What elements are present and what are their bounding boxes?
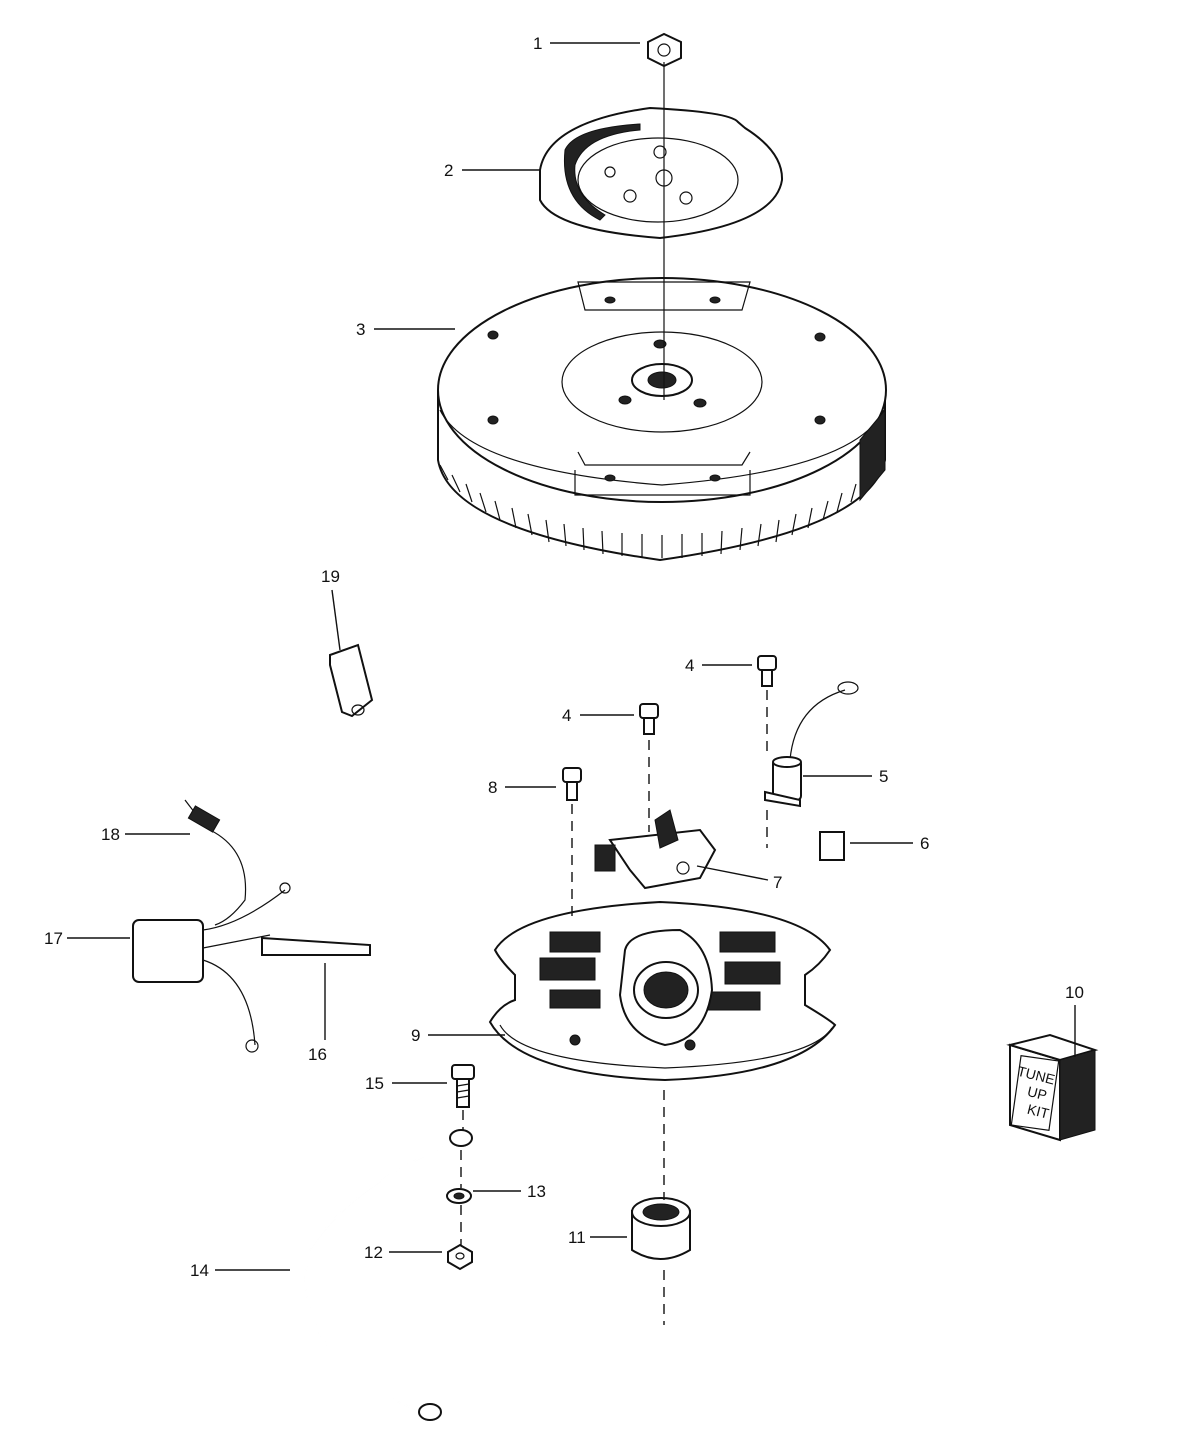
- part-1-nut: [647, 32, 682, 68]
- callout-19: 19: [321, 567, 340, 586]
- part-3-flywheel: [437, 277, 887, 562]
- callout-11: 11: [568, 1228, 586, 1247]
- callout-4-lower: 4: [562, 706, 571, 725]
- callout-9: 9: [411, 1026, 420, 1045]
- part-16-clip: [261, 936, 371, 956]
- part-5-condenser: [764, 681, 859, 808]
- part-6-cam-wick: [819, 831, 845, 861]
- callout-8: 8: [488, 778, 497, 797]
- callout-3: 3: [356, 320, 365, 339]
- part-14-ground-lead: [304, 1129, 473, 1421]
- callout-17: 17: [44, 929, 63, 948]
- part-7-breaker-points: [594, 809, 717, 890]
- kit-label-line2: UP: [1026, 1083, 1049, 1103]
- part-9-stator-plate: [488, 900, 837, 1082]
- part-17-ignition-coil: [132, 882, 291, 1053]
- callout-13: 13: [527, 1182, 546, 1201]
- callout-10: 10: [1065, 983, 1084, 1002]
- callout-5: 5: [879, 767, 888, 786]
- callout-2: 2: [444, 161, 453, 180]
- part-4-screw-lower: [639, 703, 659, 735]
- callout-1: 1: [533, 34, 542, 53]
- part-18-coil-lead: [184, 799, 247, 926]
- callout-18: 18: [101, 825, 120, 844]
- part-11-bushing: [631, 1197, 691, 1260]
- part-2-plate: [539, 106, 784, 240]
- part-12-nut: [447, 1243, 473, 1271]
- part-10-tune-up-kit: TUNE UP KIT: [1006, 1033, 1099, 1142]
- part-13-lockwasher: [446, 1188, 472, 1204]
- part-19-spark-plug-boot: [181, 643, 374, 791]
- callout-14: 14: [190, 1261, 209, 1280]
- part-15-screw: [451, 1064, 475, 1108]
- callout-15: 15: [365, 1074, 384, 1093]
- callout-12: 12: [364, 1243, 383, 1262]
- callout-4-upper: 4: [685, 656, 694, 675]
- callout-7: 7: [773, 873, 782, 892]
- callout-6: 6: [920, 834, 929, 853]
- kit-label-line3: KIT: [1026, 1101, 1051, 1122]
- callout-16: 16: [308, 1045, 327, 1064]
- part-8-screw: [562, 767, 582, 801]
- part-4-screw-upper: [757, 655, 777, 687]
- leader-lines: [67, 42, 1076, 1271]
